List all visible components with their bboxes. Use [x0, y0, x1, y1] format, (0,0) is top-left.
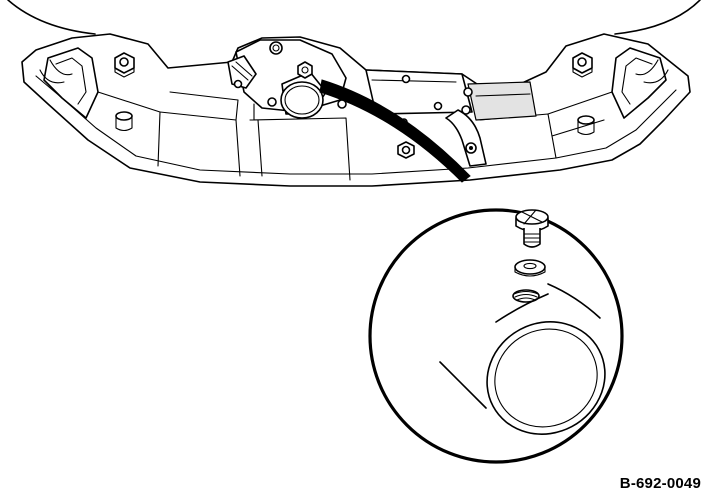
- shroud-right-edge: [614, 0, 701, 35]
- magnifier-callout: [368, 208, 624, 464]
- right-mount-bolt: [572, 52, 593, 78]
- hose-fitting: [445, 109, 487, 167]
- drain-plug-small: [280, 61, 327, 119]
- callout-wedge: [319, 79, 471, 183]
- fastener-1: [267, 97, 277, 107]
- shroud-left-edge: [7, 0, 96, 35]
- left-mount-pocket: [43, 47, 99, 119]
- side-fitting: [227, 55, 257, 89]
- left-mount-bolt: [114, 52, 135, 78]
- callout-leader: [319, 79, 471, 183]
- center-bolt: [397, 141, 415, 159]
- figure-id-label: B-692-0049: [619, 475, 701, 492]
- right-block: [467, 81, 537, 121]
- right-mount-pocket: [611, 47, 667, 119]
- sealing-washer: [514, 259, 546, 277]
- right-dowel: [577, 115, 595, 136]
- rib-center: [249, 117, 351, 181]
- housing-rim: [35, 75, 677, 175]
- housing-outline: [21, 33, 691, 187]
- drain-cylinder-body: [439, 283, 606, 435]
- threaded-drain-hole: [512, 289, 540, 303]
- left-dowel: [115, 111, 133, 132]
- drain-plug-bolt: [515, 209, 549, 248]
